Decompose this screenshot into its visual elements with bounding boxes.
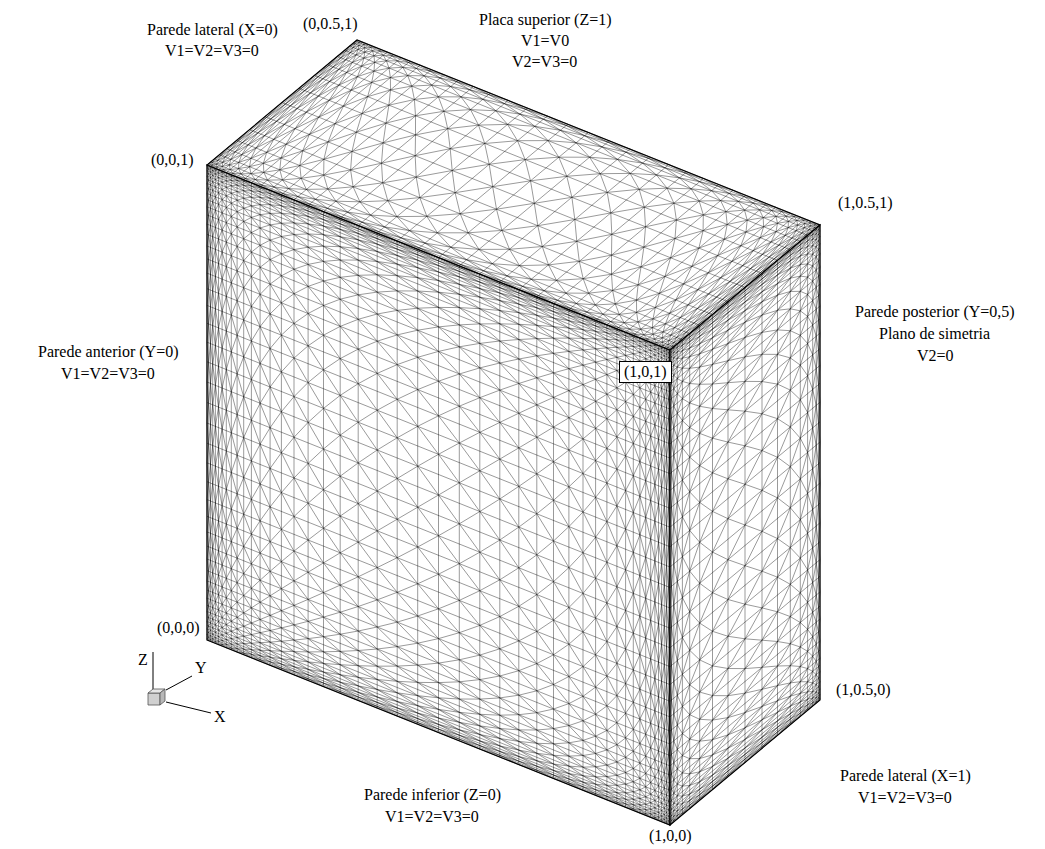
corner-coordinate: (1,0.5,0) (836, 681, 891, 699)
boundary-condition: V2=0 (917, 347, 954, 365)
mesh-lines (670, 225, 820, 825)
axis-cube (160, 689, 165, 705)
axis-label: Y (195, 659, 207, 677)
boundary-condition: V1=V2=V3=0 (385, 808, 479, 826)
boundary-condition: V1=V2=V3=0 (61, 365, 155, 383)
face-name: Parede anterior (Y=0) (38, 343, 179, 361)
face-outline (670, 225, 820, 825)
corner-coordinate: (1,0,1) (624, 363, 667, 380)
face-name: Plano de simetria (879, 325, 990, 343)
corner-coordinate: (0,0.5,1) (303, 15, 358, 33)
face-name: Parede inferior (Z=0) (364, 786, 501, 804)
corner-coordinate: (1,0,0) (649, 827, 692, 845)
corner-label-box: (1,0,1) (619, 361, 672, 383)
axis-icon (148, 652, 211, 713)
boundary-condition: V1=V2=V3=0 (165, 42, 259, 60)
axis-label: X (214, 708, 226, 726)
boundary-condition: V2=V3=0 (512, 53, 577, 71)
axis-line (166, 702, 211, 713)
corner-coordinate: (0,0,1) (151, 151, 194, 169)
face-fill (670, 225, 820, 825)
axis-line (166, 676, 192, 690)
axis-line (153, 652, 154, 692)
face-name: Parede lateral (X=0) (147, 21, 278, 39)
face-name: Placa superior (Z=1) (479, 11, 612, 29)
axis-cube (148, 693, 160, 705)
boundary-condition: V1=V0 (521, 32, 569, 50)
corner-coordinate: (0,0,0) (157, 619, 200, 637)
face-name: Parede lateral (X=1) (840, 767, 971, 785)
boundary-condition: V1=V2=V3=0 (858, 789, 952, 807)
axis-label: Z (138, 651, 148, 669)
face-name: Parede posterior (Y=0,5) (855, 303, 1015, 321)
corner-coordinate: (1,0.5,1) (838, 194, 893, 212)
